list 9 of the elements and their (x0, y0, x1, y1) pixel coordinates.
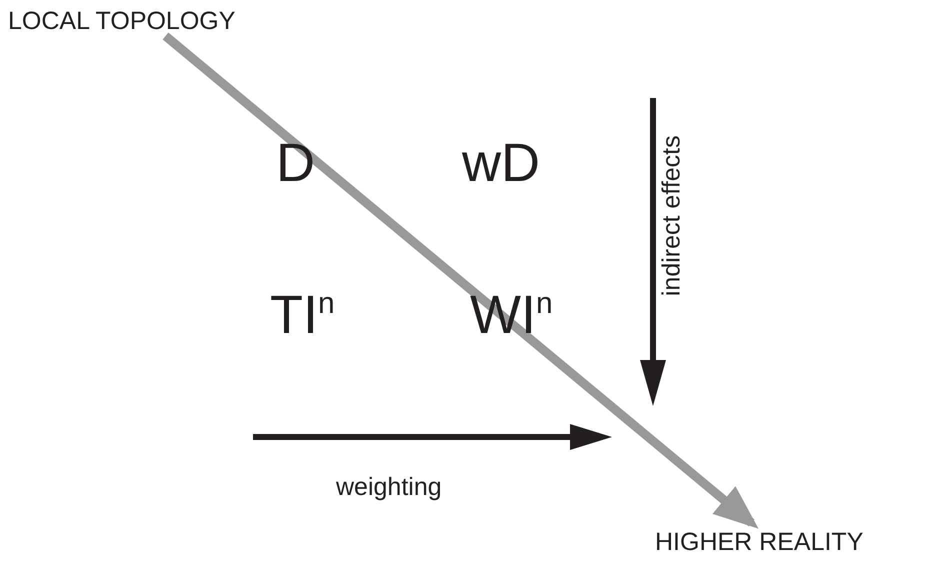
arrow-label: indirect effects (658, 135, 686, 296)
axis-label: HIGHER REALITY (655, 527, 864, 557)
index-symbol: wD (462, 136, 540, 190)
index-symbol: D (276, 136, 315, 190)
index-symbol: WI$^{n}$ (470, 288, 553, 342)
arrow-label: weighting (336, 474, 442, 502)
arrow (162, 32, 759, 529)
index-symbol: TI$^{n}$ (270, 288, 335, 342)
axis-label: LOCAL TOPOLOGY (8, 6, 236, 36)
